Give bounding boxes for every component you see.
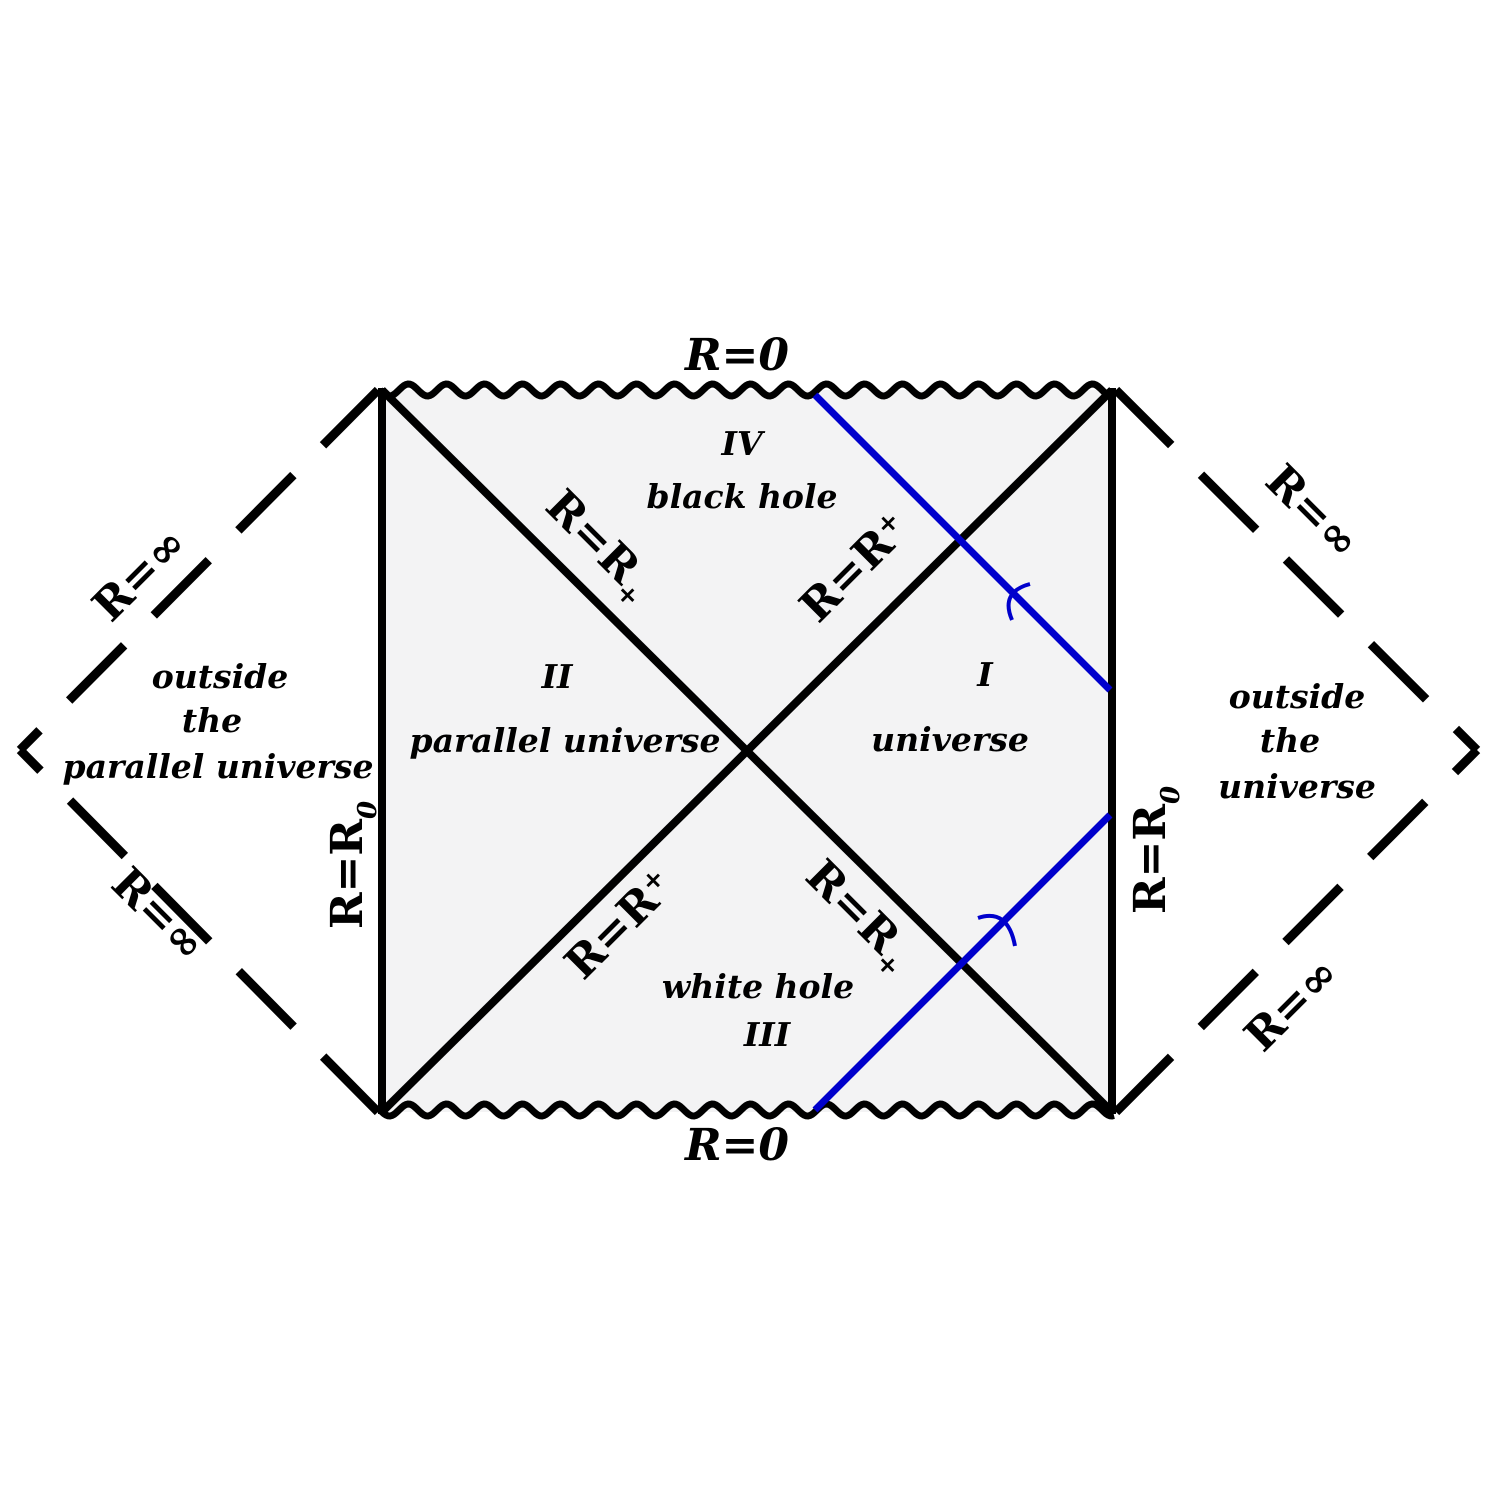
outer-lower-right-label: R=∞ bbox=[1235, 948, 1349, 1062]
outside-right-line2: the bbox=[1260, 721, 1320, 760]
outside-left-line2: the bbox=[182, 701, 242, 740]
outer-boundary-upper-right bbox=[1112, 386, 1481, 754]
bottom-singularity-line bbox=[377, 1100, 1115, 1120]
outer-boundary-lower-left bbox=[16, 746, 382, 1116]
worldline-lower bbox=[812, 812, 1113, 1113]
outer-boundary-lower-right bbox=[1112, 746, 1481, 1116]
outside-right-line1: outside bbox=[1229, 677, 1365, 716]
top-singularity-line bbox=[377, 380, 1115, 400]
black-hole-numeral: IV bbox=[720, 424, 765, 463]
parallel-universe-numeral: II bbox=[541, 657, 574, 696]
black-hole-name: black hole bbox=[647, 477, 838, 516]
outer-lower-left-label: R=∞ bbox=[101, 858, 215, 972]
worldline-lower-arrow-icon bbox=[977, 914, 1017, 947]
universe-name: universe bbox=[871, 720, 1029, 759]
outside-left-line1: outside bbox=[152, 657, 288, 696]
outer-upper-right-label: R=∞ bbox=[1255, 455, 1369, 569]
white-hole-numeral: III bbox=[743, 1015, 792, 1054]
outside-right-line3: universe bbox=[1218, 767, 1376, 806]
top-singularity-label: R=0 bbox=[683, 330, 789, 381]
worldline-upper bbox=[812, 392, 1113, 693]
parallel-universe-name: parallel universe bbox=[410, 721, 721, 760]
left-wall-label: R=R0 bbox=[322, 801, 383, 929]
outside-left-line3: parallel universe bbox=[63, 747, 374, 786]
outer-boundary-upper-left bbox=[16, 386, 382, 754]
outer-upper-left-label: R=∞ bbox=[83, 518, 197, 632]
worldline-upper-arrow-icon bbox=[1006, 582, 1031, 621]
right-wall-label: R=R0 bbox=[1125, 786, 1186, 914]
universe-numeral: I bbox=[976, 655, 994, 694]
bottom-singularity-label: R=0 bbox=[683, 1120, 789, 1171]
horizon-diagonal-ascending bbox=[379, 387, 1115, 1115]
white-hole-name: white hole bbox=[662, 967, 854, 1006]
